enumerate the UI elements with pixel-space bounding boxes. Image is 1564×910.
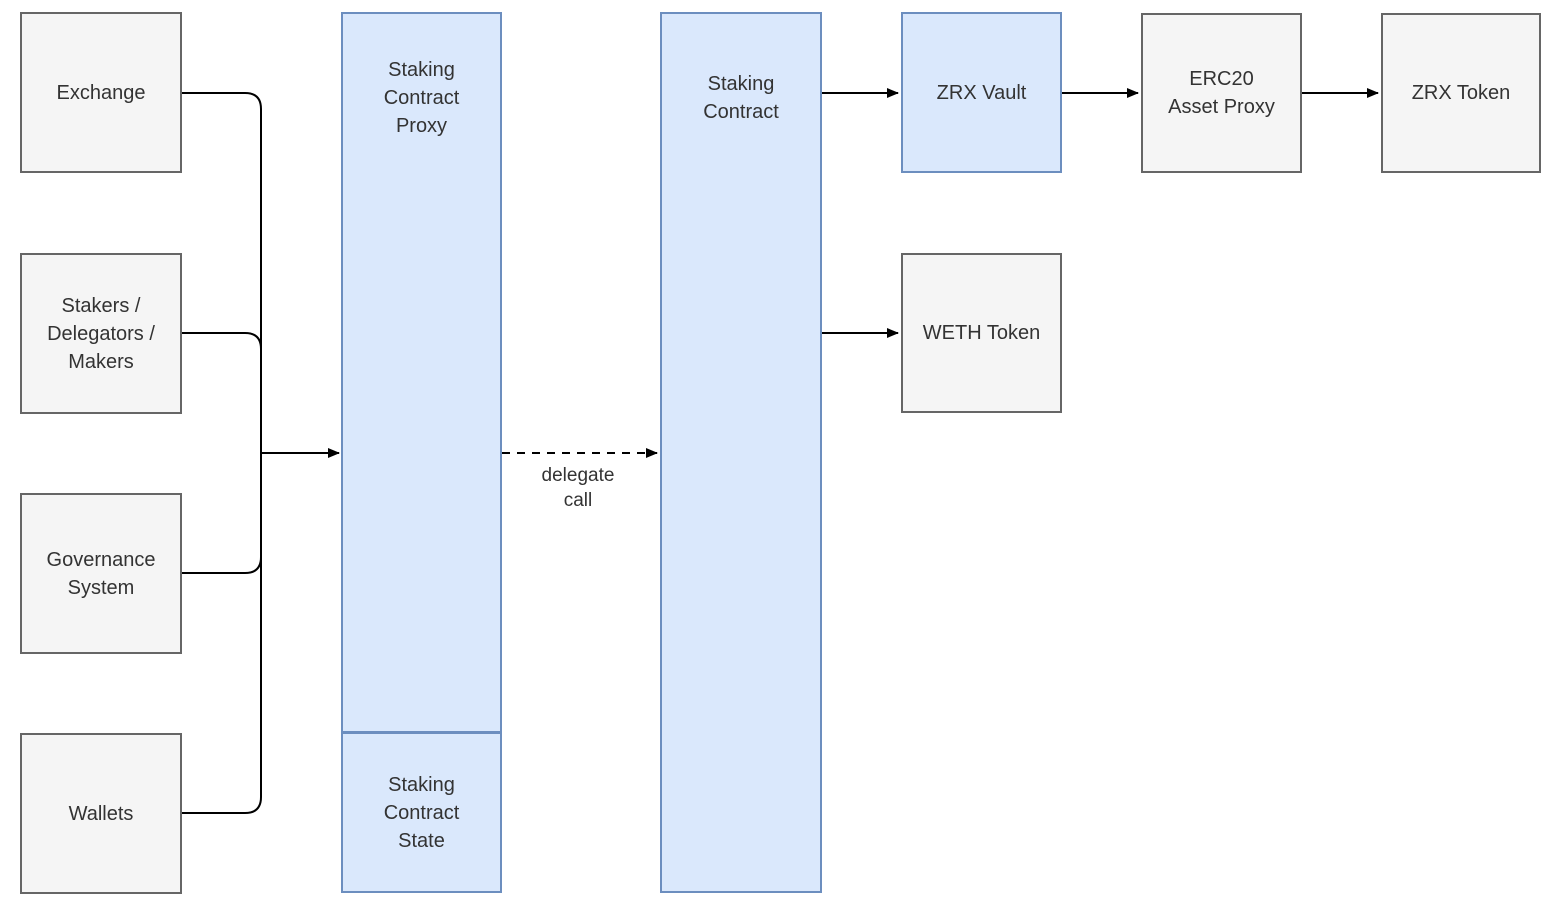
node-staking-contract-state-label: Staking Contract State bbox=[383, 773, 460, 852]
node-staking-contract-label: Staking Contract bbox=[703, 73, 779, 123]
node-zrx-vault-label: ZRX Vault bbox=[936, 81, 1027, 104]
node-staking-contract-state: Staking Contract State bbox=[341, 732, 502, 893]
edge-exchange-to-proxy bbox=[182, 92, 262, 453]
delegate-call-edge-label: delegate call bbox=[541, 465, 615, 511]
node-zrx-vault: ZRX Vault bbox=[901, 12, 1062, 173]
edge-wallets-to-proxy bbox=[182, 453, 262, 814]
node-wallets-label: Wallets bbox=[68, 802, 134, 825]
node-staking-contract: Staking Contract bbox=[660, 12, 822, 893]
node-staking-contract-proxy: Staking Contract Proxy bbox=[341, 12, 502, 733]
node-staking-contract-proxy-label: Staking Contract Proxy bbox=[383, 59, 460, 137]
node-weth-token-label: WETH Token bbox=[922, 322, 1041, 344]
node-erc20-asset-proxy: ERC20 Asset Proxy bbox=[1141, 13, 1302, 173]
node-wallets: Wallets bbox=[20, 733, 182, 894]
node-stakers-delegators-makers: Stakers / Delegators / Makers bbox=[20, 253, 182, 414]
edge-stakers-to-proxy bbox=[182, 332, 262, 453]
node-governance-label: Governance System bbox=[46, 548, 156, 599]
edge-governance-to-proxy bbox=[182, 453, 262, 574]
node-exchange: Exchange bbox=[20, 12, 182, 173]
node-zrx-token-label: ZRX Token bbox=[1411, 82, 1511, 104]
node-governance-system: Governance System bbox=[20, 493, 182, 654]
node-zrx-token: ZRX Token bbox=[1381, 13, 1541, 173]
node-weth-token: WETH Token bbox=[901, 253, 1062, 413]
node-stakers-label: Stakers / Delegators / Makers bbox=[47, 294, 155, 373]
node-exchange-label: Exchange bbox=[56, 81, 146, 104]
node-erc20-asset-proxy-label: ERC20 Asset Proxy bbox=[1168, 68, 1275, 118]
